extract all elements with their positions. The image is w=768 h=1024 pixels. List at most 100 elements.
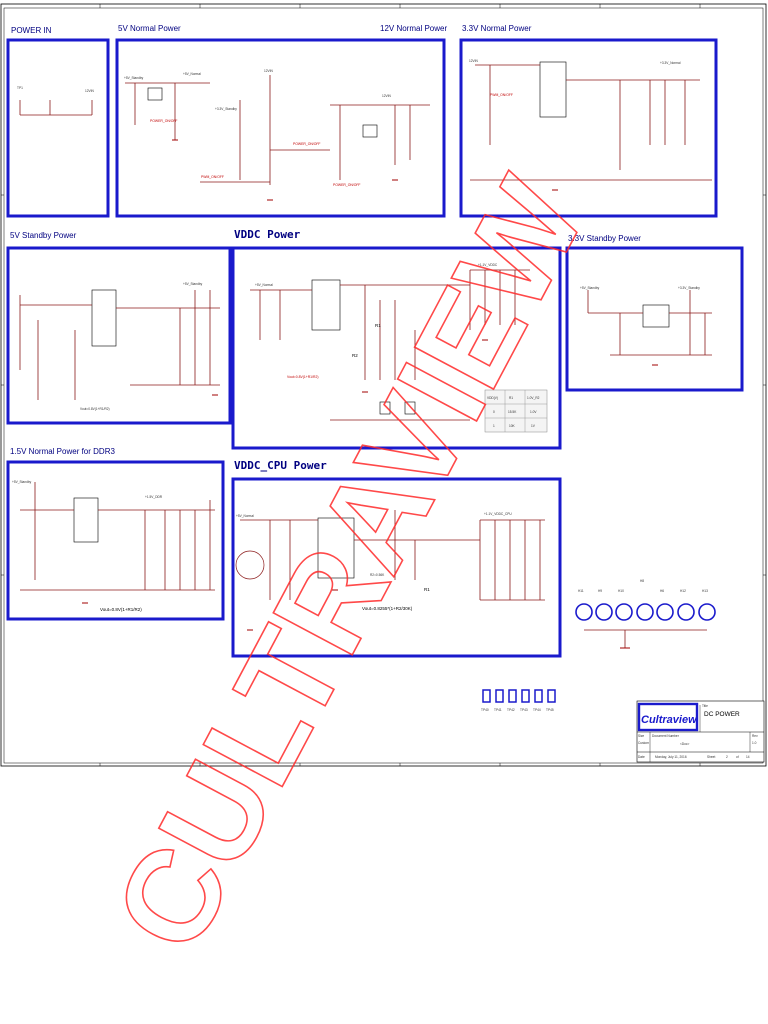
of-number: 14 bbox=[746, 755, 750, 759]
normal-33v-section: 3.3V Normal Power PWM_ON/OFF +3.3V_Norma… bbox=[459, 24, 718, 218]
standby-33v-section: 3.3V Standby Power +5V_Standby +3.3V_Sta… bbox=[565, 234, 744, 392]
v5-standby-net-c: +5V_Standby bbox=[580, 286, 600, 290]
test-pads: TP40 TP41 TP42 TP43 TP44 TP45 bbox=[481, 689, 556, 712]
q7-transistor bbox=[379, 401, 391, 415]
power-on-net-3: POWER_ON/OFF bbox=[333, 183, 361, 187]
v5-normal-net-cpu: +5V_Normal bbox=[236, 514, 254, 518]
test-pad: TP44 bbox=[533, 689, 543, 712]
v5-normal-net-a: +5V_Normal bbox=[183, 72, 201, 76]
ddr3-section: 1.5V Normal Power for DDR3 +5V_Standby +… bbox=[6, 447, 225, 621]
vddc-cpu-net: +1.1V_VDDC_CPU bbox=[484, 512, 512, 516]
svg-text:H8: H8 bbox=[640, 579, 644, 583]
pwm-on-net-b: PWM_ON/OFF bbox=[490, 93, 513, 97]
test-pad: TP41 bbox=[494, 689, 504, 712]
v5-normal-net-vddc: +5V_Normal bbox=[255, 283, 273, 287]
svg-text:H6: H6 bbox=[660, 589, 664, 593]
standby-33v-frame bbox=[565, 246, 744, 392]
power-in-title: POWER IN bbox=[11, 26, 52, 35]
svg-text:TP40: TP40 bbox=[481, 708, 489, 712]
svg-text:1.0V: 1.0V bbox=[530, 410, 537, 414]
test-pad: TP43 bbox=[520, 689, 530, 712]
vddc-cpu-section: VDDC_CPU Power +5V_Normal +1.1V_VDDC_CPU… bbox=[231, 459, 562, 658]
ddr3-frame bbox=[6, 460, 225, 621]
q-12v-mosfet bbox=[362, 124, 378, 138]
svg-text:VDD(V): VDD(V) bbox=[487, 396, 498, 400]
power-in-12v-label: 12VIN bbox=[85, 89, 95, 93]
svg-text:TP41: TP41 bbox=[494, 708, 502, 712]
normal-12v-title: 12V Normal Power bbox=[380, 24, 447, 33]
svg-text:0: 0 bbox=[493, 410, 495, 414]
standby-5v-title: 5V Standby Power bbox=[10, 231, 77, 240]
svg-text:H9: H9 bbox=[598, 589, 602, 593]
svg-text:TP45: TP45 bbox=[546, 708, 554, 712]
mounting-holes: H11 H9 H10 H8 H6 H12 H13 bbox=[575, 579, 716, 649]
v33-standby-net-c: +3.3V_Standby bbox=[678, 286, 700, 290]
svg-text:R1: R1 bbox=[509, 396, 513, 400]
normal-5v-title: 5V Normal Power bbox=[118, 24, 181, 33]
svg-text:TP42: TP42 bbox=[507, 708, 515, 712]
svg-text:10K: 10K bbox=[509, 424, 516, 428]
v5-standby-net-a: +5V_Standby bbox=[124, 76, 144, 80]
power-in-section: POWER IN TP1 12VIN bbox=[6, 26, 110, 218]
svg-text:1.0V_R2: 1.0V_R2 bbox=[527, 396, 540, 400]
rev-value: 1.0 bbox=[752, 741, 757, 745]
svg-text:TP43: TP43 bbox=[520, 708, 528, 712]
schematic-svg: POWER IN TP1 12VIN 5V Normal Power 12V N… bbox=[0, 3, 767, 767]
size-value: Custom bbox=[638, 741, 649, 745]
v12-normal-net: 12VIN bbox=[382, 94, 392, 98]
test-pad: TP45 bbox=[546, 689, 556, 712]
pwm-on-net: PWM_ON/OFF bbox=[201, 175, 224, 179]
q8-transistor bbox=[404, 401, 416, 415]
test-pad: TP40 bbox=[481, 689, 491, 712]
v5-standby-net-d: +5V_Standby bbox=[12, 480, 32, 484]
standby-33v-title: 3.3V Standby Power bbox=[568, 234, 641, 243]
ddr3-title: 1.5V Normal Power for DDR3 bbox=[10, 447, 115, 456]
ddr3-formula: Vout=0.8V(1+R1/R2) bbox=[100, 607, 142, 612]
date-value: Monday, July 11, 2016 bbox=[655, 755, 687, 759]
u14-buck bbox=[317, 517, 355, 579]
q2-mosfet bbox=[147, 87, 163, 101]
zone-ticks bbox=[1, 4, 766, 766]
standby-5v-frame bbox=[6, 246, 232, 425]
sheet-title: DC POWER bbox=[704, 711, 740, 718]
u3-regulator bbox=[539, 61, 567, 118]
svg-text:H10: H10 bbox=[618, 589, 624, 593]
date-label: Date bbox=[638, 755, 645, 759]
rev-label: Rev bbox=[752, 734, 758, 738]
cpu-r2-value: R2=0.56K bbox=[370, 573, 385, 577]
u8-regulator bbox=[311, 279, 341, 331]
standby-5v-section: 5V Standby Power +5V_Standby Vout=0.8V(1… bbox=[6, 231, 232, 425]
normal-5v-frame bbox=[115, 38, 446, 218]
power-on-net-2: POWER_ON/OFF bbox=[293, 142, 321, 146]
tp1-label: TP1 bbox=[17, 86, 23, 90]
v33-normal-net-b: +3.3V_Normal bbox=[660, 61, 681, 65]
u11-regulator bbox=[73, 497, 99, 543]
vddc-section: VDDC Power R1 R2 Vout=0.8V(1+R1/R2) +1.1… bbox=[231, 228, 562, 450]
mounting-hole: H10 bbox=[615, 589, 633, 621]
u6-regulator bbox=[91, 289, 117, 347]
svg-text:H11: H11 bbox=[578, 589, 584, 593]
normal-33v-title: 3.3V Normal Power bbox=[462, 24, 532, 33]
doc-number-label: Document Number bbox=[652, 734, 680, 738]
vddc-cpu-title: VDDC_CPU Power bbox=[234, 459, 327, 472]
size-label: Size bbox=[638, 734, 644, 738]
vddc-net: +1.1V_VDDC bbox=[478, 263, 498, 267]
mounting-hole: H6 bbox=[656, 589, 674, 621]
v5-standby-net-b: +5V_Standby bbox=[183, 282, 203, 286]
svg-text:1V: 1V bbox=[531, 424, 536, 428]
test-pad: TP42 bbox=[507, 689, 517, 712]
vddc-title: VDDC Power bbox=[234, 228, 301, 241]
cultraview-logo: Cultraview bbox=[641, 714, 698, 726]
vddc-cpu-frame bbox=[231, 477, 562, 658]
cpu-formula: Vout=0.8255*(1+R2/30K) bbox=[362, 606, 413, 611]
cpu-r1-label: R1 bbox=[424, 587, 430, 592]
schematic-sheet: POWER IN TP1 12VIN 5V Normal Power 12V N… bbox=[0, 3, 767, 767]
title-block: Cultraview Title DC POWER Size Custom Do… bbox=[636, 700, 765, 763]
standby-formula: Vout=0.8V(1+R1/R2) bbox=[80, 407, 110, 411]
mounting-hole: H12 bbox=[677, 589, 695, 621]
svg-text:TP44: TP44 bbox=[533, 708, 541, 712]
vddc-formula: Vout=0.8V(1+R1/R2) bbox=[287, 375, 318, 379]
svg-text:H12: H12 bbox=[680, 589, 686, 593]
of-label: of bbox=[736, 755, 739, 759]
sheet-label: Sheet bbox=[707, 755, 715, 759]
